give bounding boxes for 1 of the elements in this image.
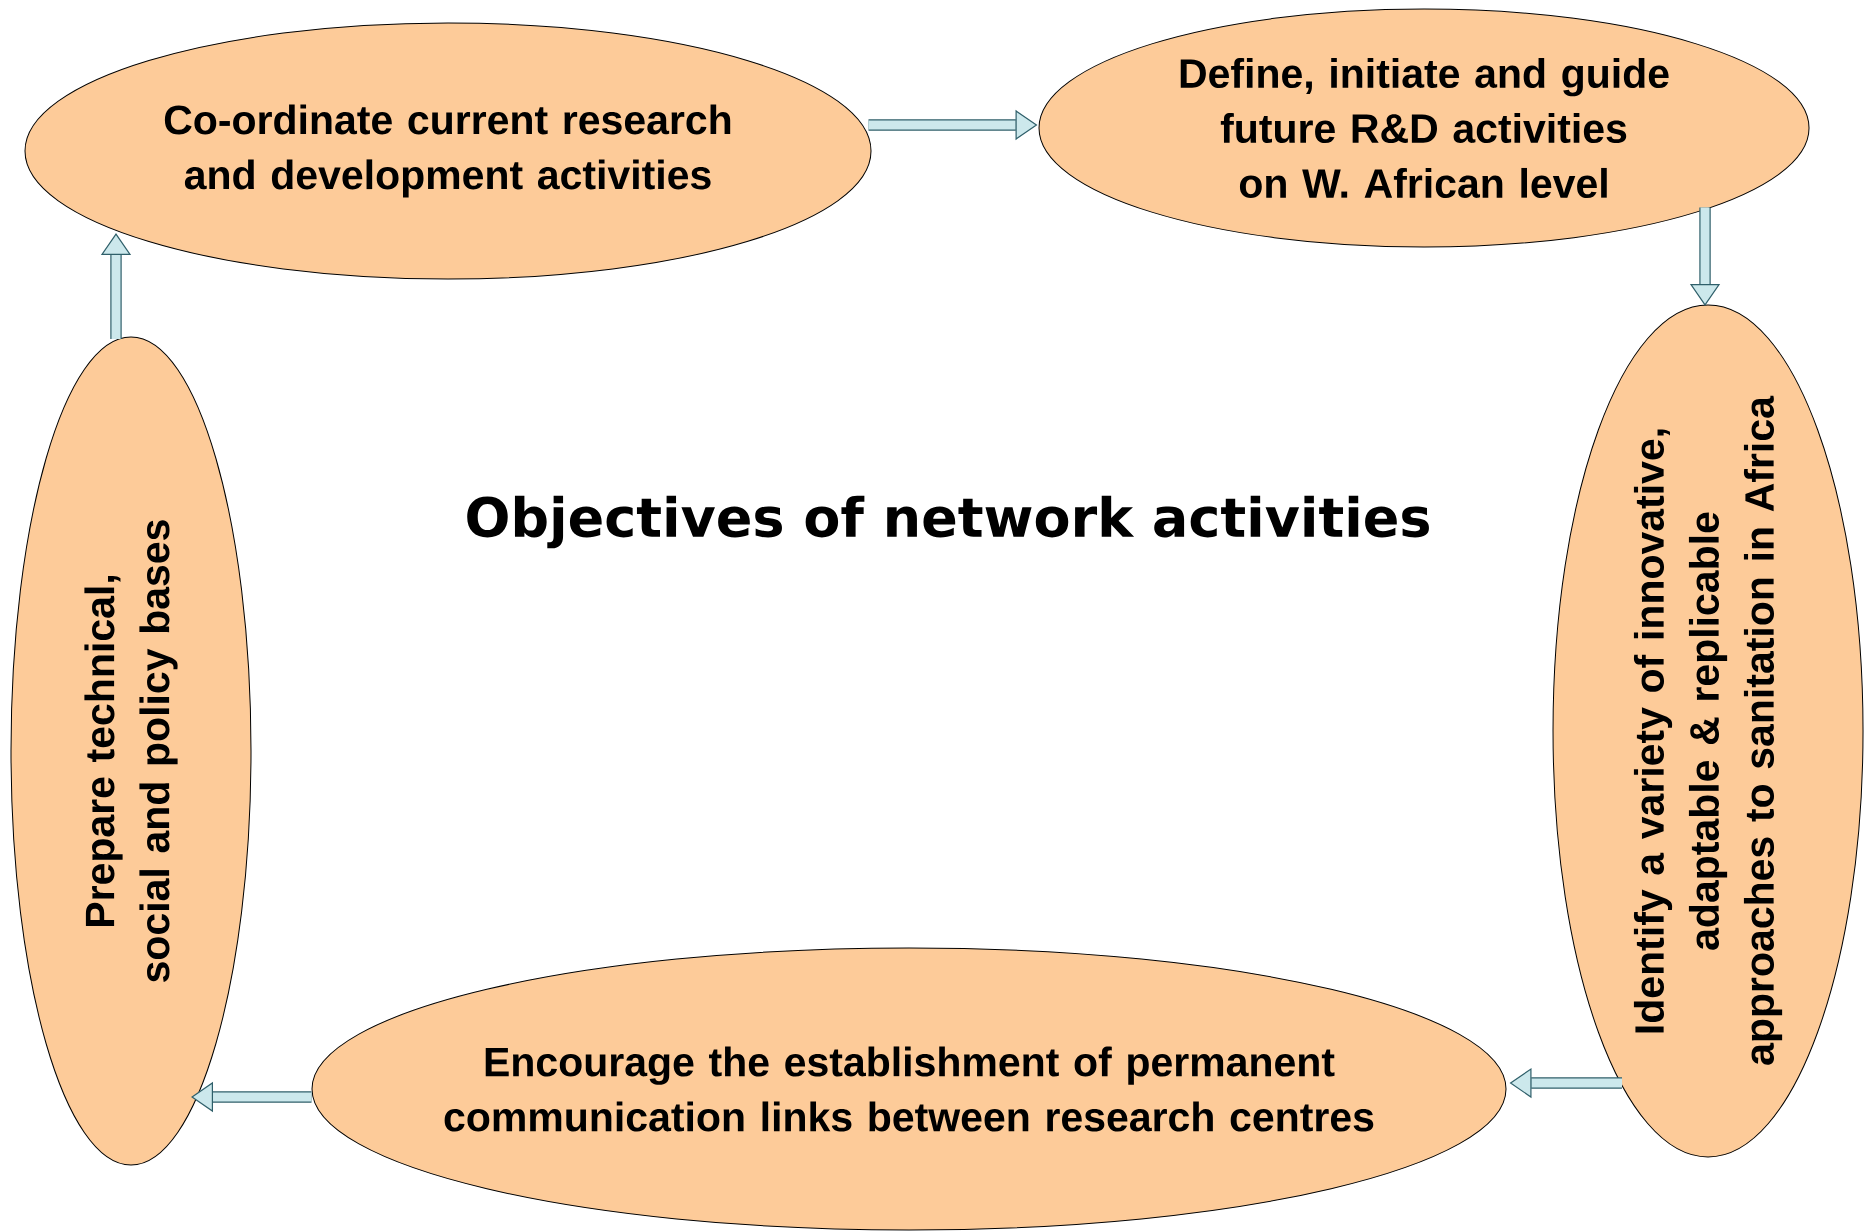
title: Objectives of network activities xyxy=(467,495,1429,549)
